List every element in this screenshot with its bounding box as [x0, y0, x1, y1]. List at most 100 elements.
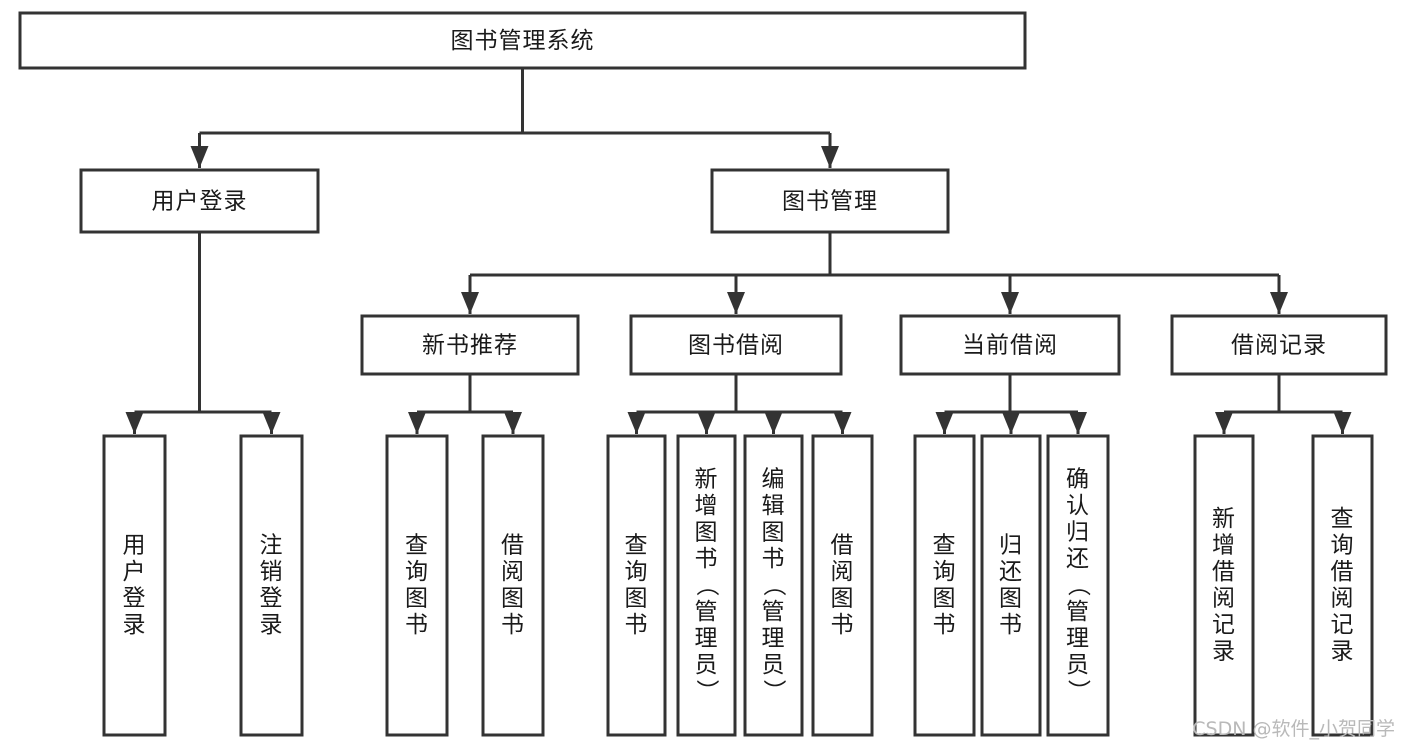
node-box[interactable]: [1046, 434, 1110, 737]
leaf-node[interactable]: 用户登录用户登录: [102, 434, 167, 737]
node-label-char: 管: [762, 599, 786, 625]
node-label-char: 确: [1066, 466, 1090, 492]
arrow-head-icon: [935, 412, 954, 434]
node-label-char: 图: [933, 586, 957, 612]
arrow-head-icon: [727, 292, 745, 314]
node-label-char: 询: [1331, 533, 1355, 559]
node-label: 借阅记录: [1231, 333, 1327, 359]
node-label-char: 记: [1212, 612, 1236, 638]
node-label-char: 借: [831, 533, 855, 559]
node-box[interactable]: [710, 168, 950, 234]
node-label-char: 管: [695, 599, 719, 625]
node-label-char: 书: [933, 612, 957, 638]
root-node[interactable]: 图书管理系统: [18, 11, 1027, 70]
node-label-char: 员: [1066, 652, 1090, 678]
node-box[interactable]: [79, 168, 320, 234]
node-label: 用户登录: [152, 189, 248, 215]
node-label-char: 借: [1212, 559, 1236, 585]
node-box[interactable]: [811, 434, 874, 737]
node-label-char: （: [694, 573, 720, 597]
node-box[interactable]: [1193, 434, 1255, 737]
node-label-char: ）: [761, 679, 787, 703]
node-box[interactable]: [606, 434, 667, 737]
level1-node[interactable]: 用户登录: [79, 168, 320, 234]
arrow-head-icon: [1069, 412, 1087, 434]
node-label-char: 归: [1066, 519, 1090, 545]
node-box[interactable]: [481, 434, 545, 737]
node-box[interactable]: [102, 434, 167, 737]
node-label: 图书管理系统: [451, 28, 595, 54]
node-box[interactable]: [1311, 434, 1374, 737]
node-label-char: 理: [695, 625, 719, 651]
node-label-char: 查: [405, 533, 429, 559]
node-label-char: 询: [933, 559, 957, 585]
node-label-char: 员: [695, 652, 719, 678]
node-box[interactable]: [239, 434, 304, 737]
level2-node[interactable]: 新书推荐: [360, 314, 580, 376]
leaf-node[interactable]: 新增借阅记录新增借阅记录: [1193, 434, 1255, 737]
leaf-node[interactable]: 查询图书查询图书: [913, 434, 976, 737]
node-label-char: 增: [695, 493, 719, 519]
node-box[interactable]: [385, 434, 449, 737]
node-box[interactable]: [676, 434, 737, 737]
watermark-text: CSDN @软件_小贺同学: [1192, 718, 1395, 740]
node-box[interactable]: [899, 314, 1121, 376]
node-label: 图书借阅: [688, 333, 784, 359]
level1-node[interactable]: 图书管理: [710, 168, 950, 234]
node-label-char: 借: [501, 533, 525, 559]
arrow-head-icon: [461, 292, 479, 314]
node-label-char: 阅: [831, 559, 855, 585]
node-box[interactable]: [360, 314, 580, 376]
leaf-node[interactable]: 借阅图书借阅图书: [481, 434, 545, 737]
node-label-char: 查: [933, 533, 957, 559]
node-label-char: 用: [123, 533, 147, 559]
node-box[interactable]: [743, 434, 804, 737]
leaf-node[interactable]: 查询借阅记录查询借阅记录: [1311, 434, 1374, 737]
arrow-head-icon: [764, 412, 783, 434]
node-label-char: 图: [405, 586, 429, 612]
leaf-node[interactable]: 注销登录注销登录: [239, 434, 304, 737]
node-label-char: 图: [831, 586, 855, 612]
node-label-char: 录: [1331, 639, 1355, 665]
leaf-node[interactable]: 归还图书归还图书: [980, 434, 1042, 737]
arrow-head-icon: [125, 412, 144, 434]
arrow-head-icon: [190, 146, 209, 168]
node-box[interactable]: [18, 11, 1027, 70]
node-label-char: 记: [1331, 612, 1355, 638]
arrow-head-icon: [1215, 412, 1233, 434]
node-label-char: ）: [1065, 679, 1091, 703]
node-label: 图书管理: [782, 189, 878, 215]
level2-node[interactable]: 图书借阅: [629, 314, 843, 376]
node-label-char: 图: [762, 519, 786, 545]
leaf-node[interactable]: 借阅图书借阅图书: [811, 434, 874, 737]
node-box[interactable]: [1170, 314, 1388, 376]
leaf-node[interactable]: 查询图书查询图书: [385, 434, 449, 737]
node-label-char: 书: [625, 612, 649, 638]
node-label-char: 图: [999, 586, 1023, 612]
arrow-head-icon: [697, 412, 716, 434]
node-label-char: 录: [1212, 639, 1236, 665]
node-label-char: 阅: [1212, 586, 1236, 612]
node-label-char: 查: [1331, 506, 1355, 532]
leaf-node[interactable]: 查询图书查询图书: [606, 434, 667, 737]
node-label-char: 理: [762, 625, 786, 651]
level2-node[interactable]: 当前借阅: [899, 314, 1121, 376]
node-label-char: 销: [260, 559, 284, 585]
arrow-head-icon: [504, 412, 522, 434]
node-label-char: ）: [694, 679, 720, 703]
node-label-char: 图: [501, 586, 525, 612]
level2-node[interactable]: 借阅记录: [1170, 314, 1388, 376]
node-box[interactable]: [980, 434, 1042, 737]
arrow-head-icon: [1333, 412, 1352, 434]
node-box[interactable]: [629, 314, 843, 376]
node-label-char: 录: [260, 612, 284, 638]
node-label-char: 归: [999, 533, 1023, 559]
arrow-head-icon: [1002, 412, 1020, 434]
node-box[interactable]: [913, 434, 976, 737]
node-label-char: 登: [123, 586, 147, 612]
node-label: 当前借阅: [962, 333, 1058, 359]
